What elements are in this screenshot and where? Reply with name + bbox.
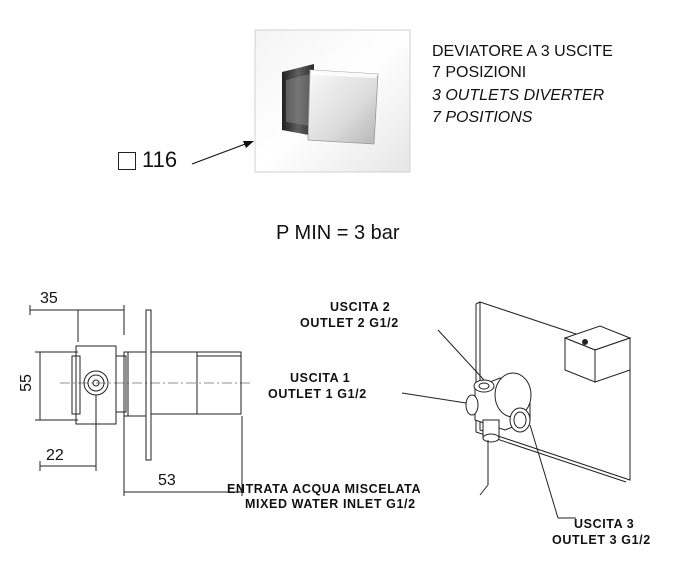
plate-size-arrow: [191, 141, 254, 165]
callout-inlet-en: MIXED WATER INLET G1/2: [245, 497, 416, 511]
product-photo: [254, 29, 411, 173]
side-view-drawing: [29, 305, 250, 496]
callout-inlet-it: ENTRATA ACQUA MISCELATA: [227, 482, 422, 496]
dim-depth-53: 53: [158, 472, 176, 489]
square-knob: [307, 69, 379, 145]
callout-outlet3-it: USCITA 3: [574, 517, 635, 531]
callout-outlet2-en: OUTLET 2 G1/2: [300, 316, 399, 330]
dim-height-55: 55: [17, 374, 35, 392]
callout-outlet2-it: USCITA 2: [330, 300, 391, 314]
dim-top-35: 35: [40, 290, 58, 307]
square-symbol-icon: [118, 152, 136, 170]
title-it-line2: 7 POSIZIONI: [432, 64, 527, 81]
plate-size-label: 116: [142, 147, 178, 172]
callout-outlet1-it: USCITA 1: [290, 371, 351, 385]
pressure-label: P MIN = 3 bar: [276, 222, 400, 244]
dim-bottom-22: 22: [46, 447, 64, 464]
isometric-view-drawing: [401, 301, 632, 519]
title-en-line1: 3 OUTLETS DIVERTER: [432, 87, 605, 104]
callout-outlet1-en: OUTLET 1 G1/2: [268, 387, 367, 401]
title-en-line2: 7 POSITIONS: [432, 109, 533, 126]
callout-outlet3-en: OUTLET 3 G1/2: [552, 533, 651, 547]
title-it-line1: DEVIATORE A 3 USCITE: [432, 43, 613, 60]
